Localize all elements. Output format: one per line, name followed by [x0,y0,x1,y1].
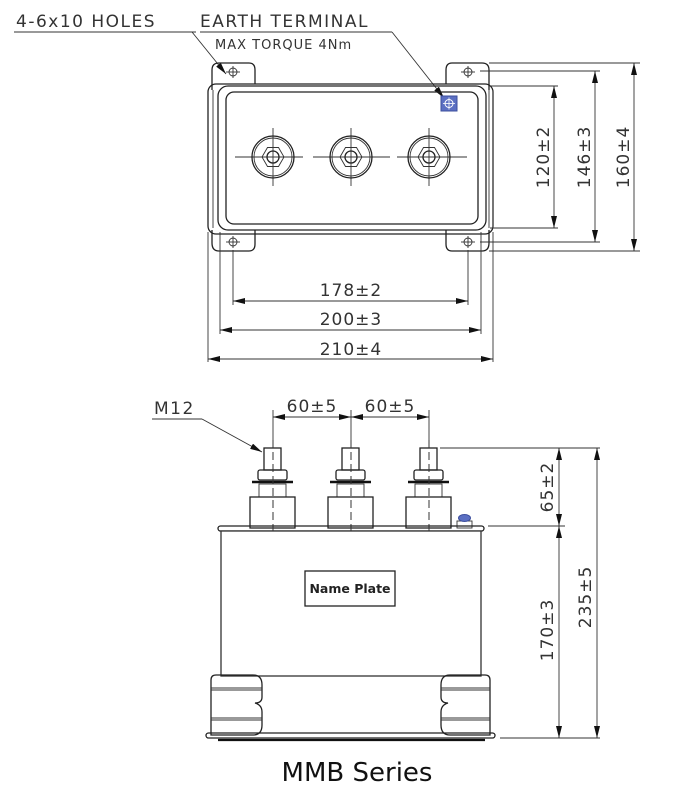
terminal-top-3 [397,128,467,186]
dim-height-mid: 146±3 [575,126,595,189]
mounting-tab-bottom-right [445,230,490,252]
terminal-front-3 [405,440,452,545]
thread-callout-label: M12 [154,399,195,419]
holes-callout: 4-6x10 HOLES [14,12,227,75]
front-view: M12 60±5 60±5 [152,397,600,742]
earth-terminal-callout: EARTH TERMINAL MAX TORQUE 4Nm [200,12,445,99]
mounting-tab-top-right [445,62,490,90]
dim-height-outer: 160±4 [614,126,634,189]
terminal-front-2 [327,440,374,545]
name-plate-label: Name Plate [309,581,390,596]
foot-right [440,674,491,736]
terminal-front-1 [249,440,296,545]
mounting-tab-bottom-left [211,230,256,252]
earth-terminal-callout-label: EARTH TERMINAL [200,12,369,32]
dim-pitch-right: 60±5 [365,397,416,417]
dim-height-inner: 120±2 [534,126,554,189]
dim-width-inner: 178±2 [320,281,383,301]
foot-left [210,674,263,736]
base-plate [205,732,496,739]
earth-terminal-front-icon [456,514,473,529]
thread-callout: M12 [152,399,263,453]
holes-callout-label: 4-6x10 HOLES [16,12,156,32]
dim-terminal-height: 65±2 [538,462,558,513]
dim-body-height: 170±3 [538,599,558,662]
dim-width-outer: 210±4 [320,340,383,360]
dim-total-height: 235±5 [576,566,596,629]
max-torque-label: MAX TORQUE 4Nm [215,38,352,53]
terminal-top-2 [313,128,390,186]
height-dimensions: 120±2 146±3 160±4 [480,62,640,252]
dim-pitch-left: 60±5 [287,397,338,417]
terminal-top-1 [235,128,303,186]
dim-width-mid: 200±3 [320,310,383,330]
mounting-tab-top-left [211,62,256,90]
name-plate: Name Plate [304,570,396,607]
casing-outer [217,85,487,231]
width-dimensions: 178±2 200±3 210±4 [207,232,494,362]
front-height-dimensions: 65±2 170±3 235±5 [440,447,600,739]
top-view: 4-6x10 HOLES EARTH TERMINAL MAX TORQUE 4… [14,12,640,362]
pitch-dimensions: 60±5 60±5 [272,397,430,445]
series-title: MMB Series [282,758,433,788]
casing-inner [225,91,479,225]
earth-terminal-icon [440,95,458,112]
